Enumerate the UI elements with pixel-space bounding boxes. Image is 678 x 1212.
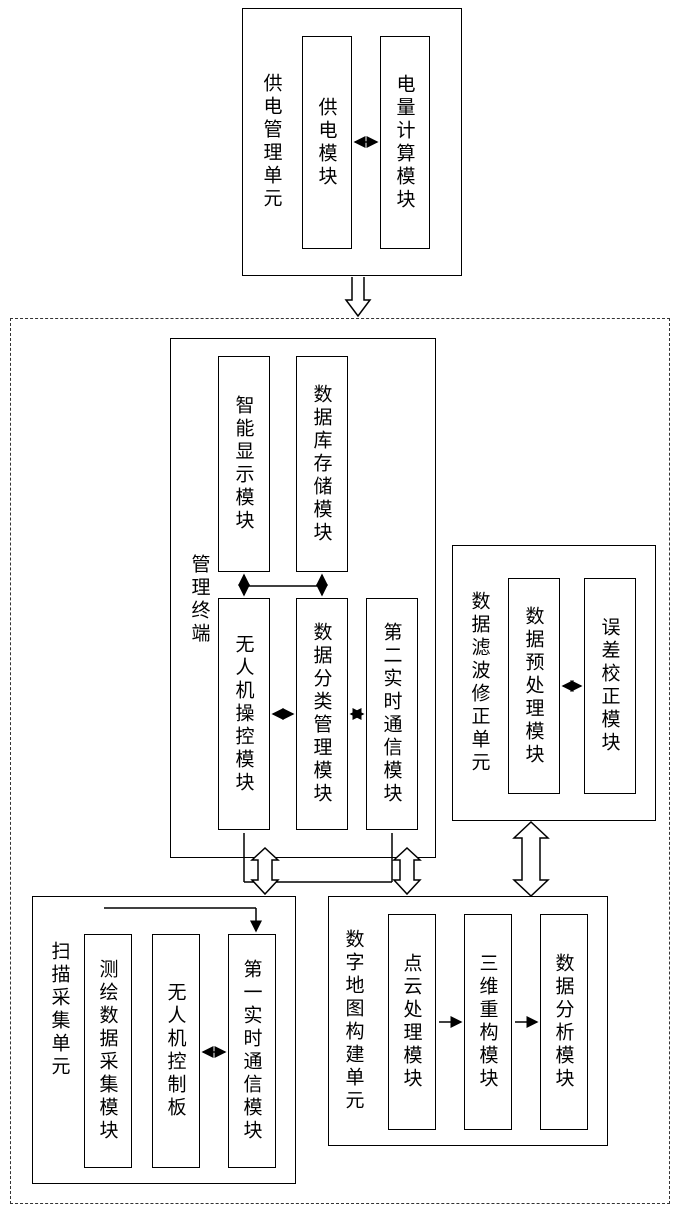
- data-analysis-module: 数据分析模块: [540, 914, 588, 1130]
- energy-calculation-module: 电量计算模块: [380, 36, 430, 249]
- error-correction-module-label: 误差校正模块: [597, 617, 624, 755]
- power-to-system-hollow-arrow: [346, 277, 370, 316]
- filter-unit-title: 数据滤波修正单元: [460, 552, 500, 814]
- survey-data-acquisition-module-label: 测绘数据采集模块: [95, 959, 122, 1143]
- point-cloud-processing-module-label: 点云处理模块: [399, 953, 426, 1091]
- database-storage-module-label: 数据库存储模块: [309, 384, 336, 545]
- data-classification-module-label: 数据分类管理模块: [309, 622, 336, 806]
- data-preprocessing-module: 数据预处理模块: [508, 578, 560, 794]
- drone-control-module-label: 无人机操控模块: [231, 634, 258, 795]
- 3d-reconstruction-module-label: 三维重构模块: [475, 953, 502, 1091]
- data-analysis-module-label: 数据分析模块: [551, 953, 578, 1091]
- data-preprocessing-module-label: 数据预处理模块: [521, 606, 548, 767]
- map-unit-title: 数字地图构建单元: [334, 903, 374, 1139]
- power-supply-module: 供电模块: [302, 36, 352, 249]
- management-terminal-title: 管理终端: [180, 530, 220, 670]
- data-classification-module: 数据分类管理模块: [296, 598, 348, 830]
- power-unit-title: 供电管理单元: [252, 14, 292, 270]
- database-storage-module: 数据库存储模块: [296, 356, 348, 572]
- power-supply-module-label: 供电模块: [314, 97, 341, 189]
- drone-control-board: 无人机控制板: [152, 934, 200, 1168]
- drone-control-module: 无人机操控模块: [218, 598, 270, 830]
- point-cloud-processing-module: 点云处理模块: [388, 914, 436, 1130]
- first-realtime-comm-module-label: 第一实时通信模块: [239, 959, 266, 1143]
- scan-unit-title: 扫描采集单元: [40, 940, 80, 1080]
- smart-display-module: 智能显示模块: [218, 356, 270, 572]
- smart-display-module-label: 智能显示模块: [231, 395, 258, 533]
- error-correction-module: 误差校正模块: [584, 578, 636, 794]
- second-realtime-comm-module: 第二实时通信模块: [366, 598, 418, 830]
- energy-calculation-module-label: 电量计算模块: [392, 74, 419, 212]
- survey-data-acquisition-module: 测绘数据采集模块: [84, 934, 132, 1168]
- drone-control-board-label: 无人机控制板: [163, 982, 190, 1120]
- first-realtime-comm-module: 第一实时通信模块: [228, 934, 276, 1168]
- 3d-reconstruction-module: 三维重构模块: [464, 914, 512, 1130]
- second-realtime-comm-module-label: 第二实时通信模块: [379, 622, 406, 806]
